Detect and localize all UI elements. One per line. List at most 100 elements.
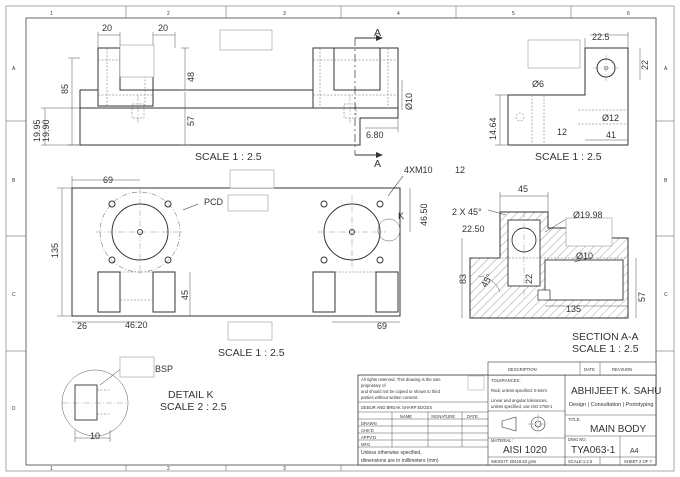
zone-row-label: C (12, 292, 16, 298)
sheet-size: A4 (630, 448, 639, 455)
zone-row-label: A (664, 66, 668, 72)
side-view (495, 32, 641, 146)
tolerances-label: TOLERANCES: (491, 378, 520, 383)
top-view (57, 169, 411, 341)
side-dim-dia6: Ø6 (532, 79, 544, 89)
front-dim-dia10: Ø10 (404, 93, 414, 110)
company-name: ABHIJEET K. SAHU (571, 386, 661, 397)
zone-col-label: 2 (167, 11, 170, 17)
material-label: MATERIAL: (491, 438, 513, 443)
rights-note-line: All rights reserved. This drawing is the… (361, 377, 441, 382)
zone-col-label: 2 (167, 466, 170, 472)
zone-col-label: 6 (627, 11, 630, 17)
front-dim-19-95: 19.95 (32, 119, 42, 142)
redaction-box (229, 169, 275, 189)
section-view (461, 192, 637, 319)
zone-row-label: C (664, 292, 668, 298)
detail-title: DETAIL K (168, 389, 214, 401)
rev-header-revision: REVISION (612, 367, 632, 372)
front-dim-48: 48 (186, 72, 196, 82)
side-dim-22-5: 22.5 (592, 32, 610, 42)
zone-row-label: B (664, 178, 668, 184)
signoff-row-checked: CHK'D (361, 428, 374, 433)
front-dim-20a: 20 (102, 23, 112, 33)
projection-symbol-icon (501, 414, 548, 434)
signoff-row-mfg: MFG (361, 442, 370, 447)
front-dim-85: 85 (60, 84, 70, 94)
rev-header-description: DESCRIPTION (508, 367, 537, 372)
drawing-title: MAIN BODY (590, 424, 646, 435)
material-value: AISI 1020 (503, 445, 547, 456)
detail-dim-10: 10 (90, 431, 100, 441)
detail-bsp-note: BSP (155, 364, 173, 374)
top-pcd-label: PCD (204, 197, 224, 207)
section-scale: SCALE 1 : 2.5 (572, 343, 639, 355)
rights-note-line: and should not be copied or shown to thi… (361, 389, 441, 394)
section-dim-135: 135 (566, 304, 581, 314)
detail-scale: SCALE 2 : 2.5 (160, 401, 227, 413)
thread-depth: 12 (455, 165, 465, 175)
zone-row-labels: A B C D A B C (12, 66, 668, 412)
title-block-scale: SCALE:1:2.5 (568, 459, 593, 464)
signoff-header-name: NAME (400, 414, 412, 419)
detail-k-marker: K (398, 211, 404, 221)
rights-note-line: proprietary of (361, 383, 387, 388)
rights-note-line: parties without written consent. (361, 395, 419, 400)
detail-view (61, 356, 155, 442)
section-dim-dia10: Ø10 (576, 251, 593, 261)
section-chamfer-note: 2 X 45° (452, 207, 482, 217)
zone-row-label: A (12, 66, 16, 72)
company-services: Design | Consultation | Prototyping (569, 402, 654, 408)
sheet-border (5, 5, 675, 472)
deburr-note: DEBUR AND BREAK SHARP EDGES (361, 405, 432, 410)
redaction-box (119, 356, 155, 378)
top-view-scale: SCALE 1 : 2.5 (218, 347, 285, 359)
front-dim-20b: 20 (158, 23, 168, 33)
redaction-box (227, 321, 273, 341)
zone-col-label: 1 (50, 466, 53, 472)
tolerance-line: Rodi, unless specified: 0.5mm (491, 388, 547, 393)
side-dim-14-64: 14.64 (488, 117, 498, 140)
front-view-scale: SCALE 1 : 2.5 (195, 151, 262, 163)
units-note-line: Unless otherwise specified, (361, 450, 422, 456)
side-dim-22: 22 (640, 60, 650, 70)
zone-row-label: B (12, 178, 16, 184)
redaction-box (219, 29, 273, 51)
section-marker-top: A (374, 27, 381, 39)
redaction-box (119, 44, 155, 78)
zone-col-label: 3 (283, 11, 286, 17)
zone-column-labels: 1 2 3 4 5 6 1 2 3 (50, 11, 630, 472)
front-dim-6-80: 6.80 (366, 130, 384, 140)
tolerance-line: unless specified, use ISO 2768-1 (491, 404, 553, 409)
section-title: SECTION A-A (572, 331, 639, 343)
section-dim-83: 83 (458, 274, 468, 284)
signoff-row-approved: APPV'D (361, 435, 376, 440)
top-dim-135: 135 (50, 243, 60, 258)
signoff-header-date: DATE (467, 414, 478, 419)
front-dim-57: 57 (186, 116, 196, 126)
sheet-number: SHEET 2 OF 7 (624, 459, 653, 464)
side-view-scale: SCALE 1 : 2.5 (535, 151, 602, 163)
signoff-row-drawn: DRAWN (361, 421, 377, 426)
title-block (357, 361, 657, 466)
top-dim-69b: 69 (377, 321, 387, 331)
section-marker-bottom: A (374, 158, 381, 170)
section-dim-dia19-98: Ø19.98 (573, 210, 603, 220)
redaction-box (565, 217, 613, 247)
section-dim-45: 45 (518, 184, 528, 194)
section-dim-22: 22 (524, 274, 534, 284)
top-dim-45: 45 (180, 290, 190, 300)
zone-row-label: D (12, 406, 16, 412)
thread-callout: 4XM10 (404, 165, 433, 175)
zone-col-label: 1 (50, 11, 53, 17)
top-dim-26: 26 (77, 321, 87, 331)
side-dim-41: 41 (606, 130, 616, 140)
redaction-box (527, 39, 581, 69)
redaction-box (467, 375, 485, 391)
section-dim-22-50: 22.50 (462, 224, 485, 234)
zone-col-label: 3 (283, 466, 286, 472)
zone-col-label: 5 (512, 11, 515, 17)
units-note-line: dimensions are in millimeters (mm) (361, 458, 439, 464)
top-dim-46-20: 46.20 (125, 320, 148, 330)
